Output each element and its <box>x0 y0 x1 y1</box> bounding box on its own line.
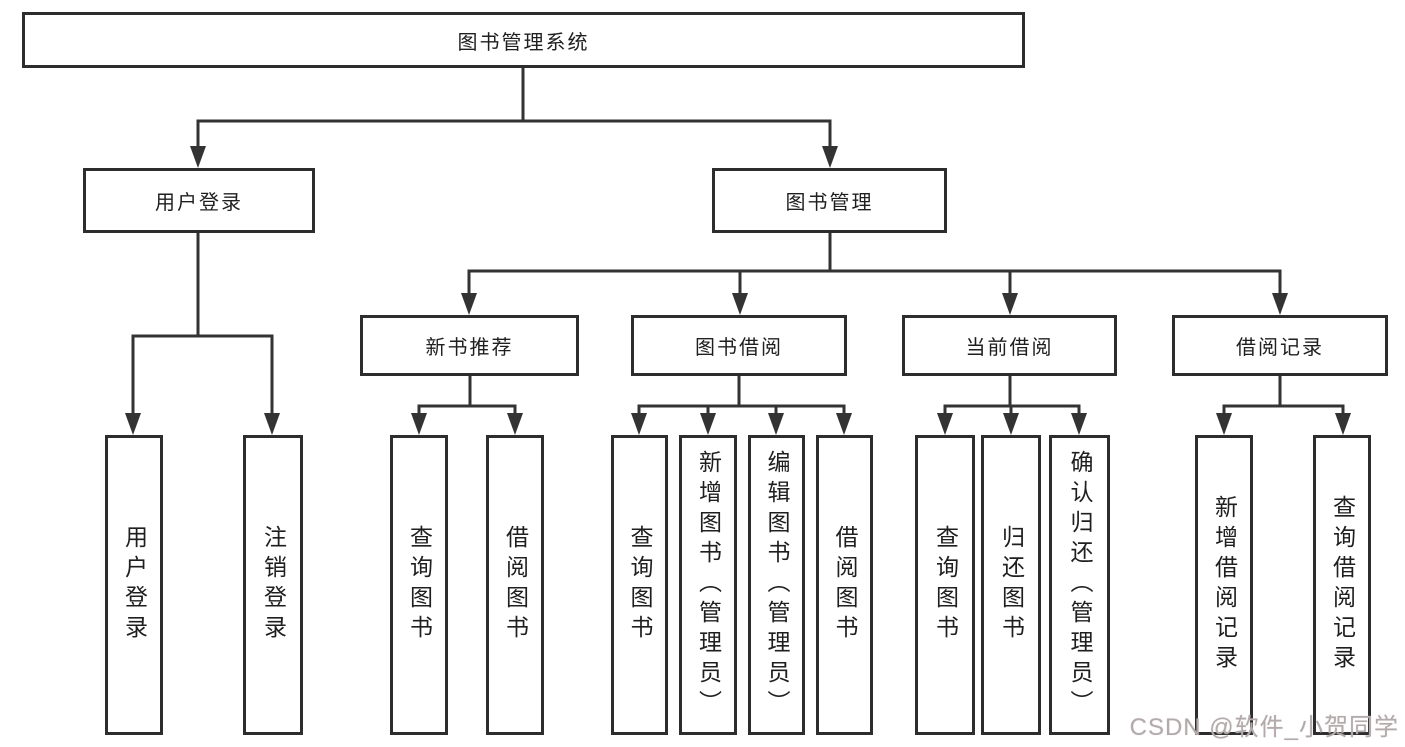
leaf-br-add-record: 新增借阅记录 <box>1195 435 1253 735</box>
node-current-borrowing: 当前借阅 <box>902 315 1117 376</box>
leaf-cb-confirm-return-admin: 确认归还（管理员） <box>1049 435 1110 735</box>
leaf-cb-query-books: 查询图书 <box>915 435 975 735</box>
node-label: 查询图书 <box>932 525 959 645</box>
node-user-login-branch: 用户登录 <box>83 168 315 233</box>
node-label: 归还图书 <box>998 525 1025 645</box>
leaf-nbr-borrow-books: 借阅图书 <box>486 435 544 735</box>
connector-book-borrowing-to-leaves <box>631 376 852 435</box>
node-book-mgmt-branch: 图书管理 <box>712 168 947 233</box>
node-label: 新增图书（管理员） <box>695 450 722 720</box>
leaf-cb-return-books: 归还图书 <box>981 435 1041 735</box>
leaf-br-query-record: 查询借阅记录 <box>1313 435 1371 735</box>
leaf-logout-login: 注销登录 <box>243 435 303 735</box>
leaf-user-login: 用户登录 <box>105 435 163 735</box>
node-label: 新增借阅记录 <box>1211 495 1238 675</box>
leaf-bb-borrow-books: 借阅图书 <box>816 435 873 735</box>
connector-user-login-to-leaves <box>125 233 280 435</box>
node-label: 借阅图书 <box>832 525 858 645</box>
connector-borrowing-records-to-leaves <box>1216 376 1351 435</box>
node-label: 图书借阅 <box>695 337 783 359</box>
node-label: 图书管理 <box>785 192 874 214</box>
leaf-bb-query-books: 查询图书 <box>611 435 668 735</box>
node-root: 图书管理系统 <box>22 12 1025 68</box>
node-label: 新书推荐 <box>425 337 514 359</box>
node-label: 用户登录 <box>155 192 243 214</box>
connector-root-to-level2 <box>190 68 838 168</box>
node-new-book-recommend: 新书推荐 <box>360 315 579 376</box>
node-label: 确认归还（管理员） <box>1067 450 1093 720</box>
connector-new-book-recommend-to-leaves <box>411 376 523 435</box>
node-label: 图书管理系统 <box>457 31 590 54</box>
connector-book-mgmt-to-level3 <box>461 233 1288 315</box>
node-label: 借阅图书 <box>502 525 529 645</box>
node-book-borrowing: 图书借阅 <box>631 315 847 376</box>
node-label: 当前借阅 <box>965 337 1054 359</box>
leaf-bb-edit-books-admin: 编辑图书（管理员） <box>748 435 805 735</box>
connector-current-borrowing-to-leaves <box>937 376 1087 435</box>
node-label: 借阅记录 <box>1236 337 1324 359</box>
node-label: 查询图书 <box>406 525 433 645</box>
node-label: 用户登录 <box>121 525 148 645</box>
node-borrowing-records: 借阅记录 <box>1172 315 1388 376</box>
leaf-nbr-query-books: 查询图书 <box>390 435 448 735</box>
node-label: 注销登录 <box>260 525 287 645</box>
leaf-bb-add-books-admin: 新增图书（管理员） <box>679 435 737 735</box>
node-label: 编辑图书（管理员） <box>764 450 790 720</box>
node-label: 查询借阅记录 <box>1329 495 1356 675</box>
node-label: 查询图书 <box>627 525 653 645</box>
